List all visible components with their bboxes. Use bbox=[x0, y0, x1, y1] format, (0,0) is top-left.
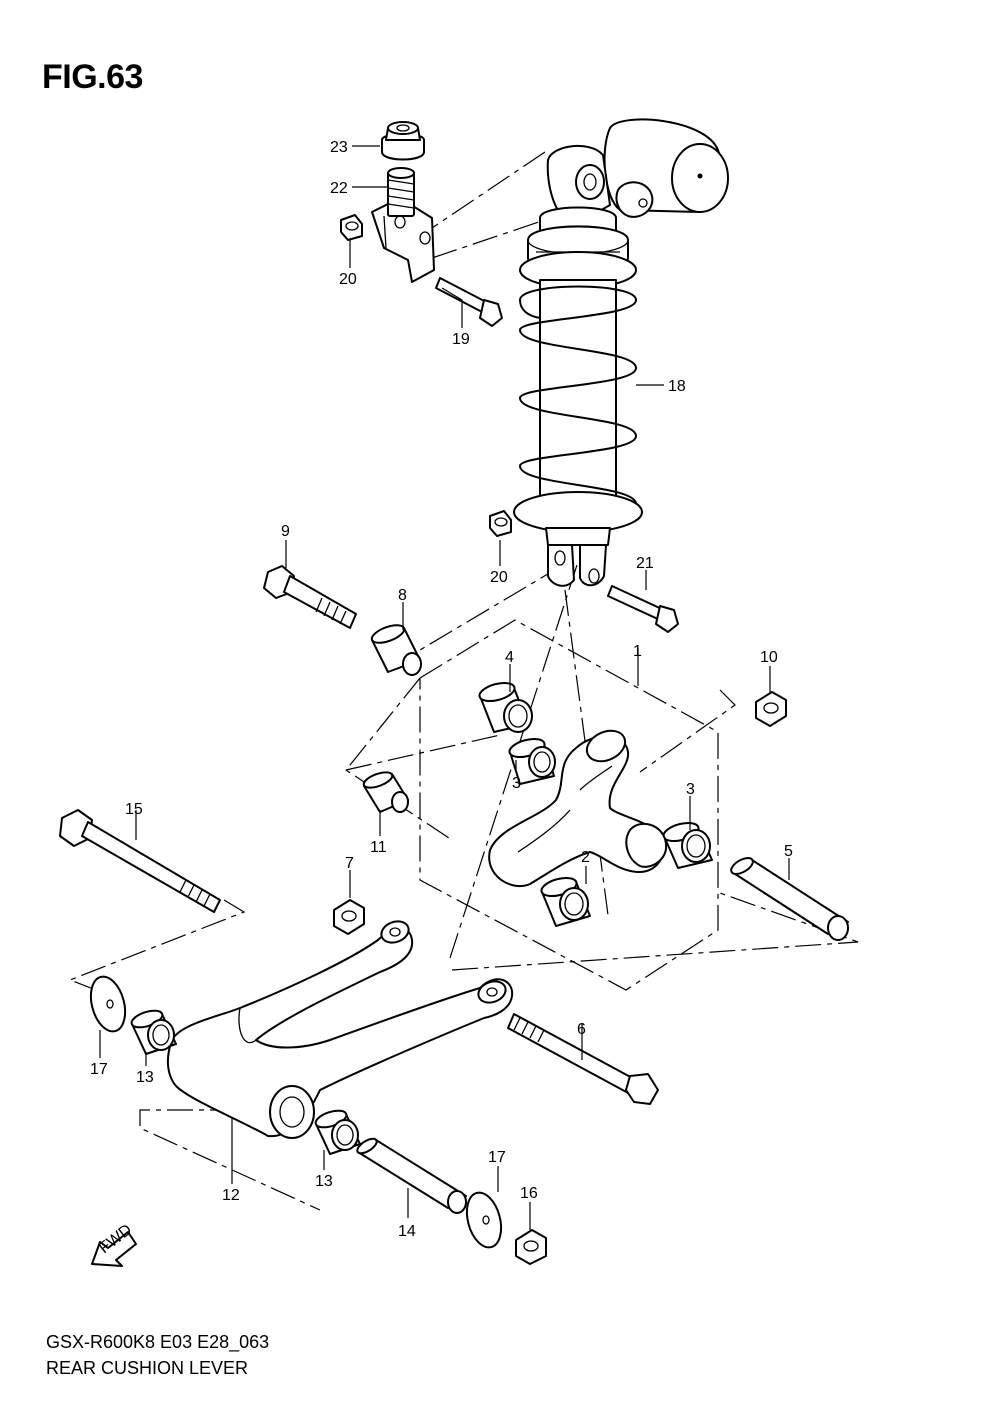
callout-19: 19 bbox=[452, 331, 470, 348]
callout-labels: 23 22 20 19 18 20 21 9 8 4 1 10 3 3 2 11… bbox=[90, 139, 793, 1240]
figure-title: FIG.63 bbox=[42, 58, 143, 96]
rod-bolt-15 bbox=[59, 809, 221, 913]
callout-16: 16 bbox=[520, 1185, 538, 1202]
callout-1: 1 bbox=[633, 643, 642, 660]
callout-23: 23 bbox=[330, 139, 348, 156]
callout-8: 8 bbox=[398, 587, 407, 604]
collar-8 bbox=[370, 624, 422, 676]
callout-20-lower: 20 bbox=[490, 569, 508, 586]
bearing-2 bbox=[540, 876, 591, 927]
leader-lines bbox=[99, 145, 790, 1230]
bearing-4 bbox=[478, 681, 533, 733]
bearing-3-upper bbox=[508, 737, 556, 785]
callout-4: 4 bbox=[505, 649, 514, 666]
callout-2: 2 bbox=[581, 849, 590, 866]
figure-caption: REAR CUSHION LEVER bbox=[46, 1358, 249, 1378]
cushion-rod bbox=[166, 920, 514, 1139]
lever-bolt-long bbox=[263, 565, 357, 629]
bearing-13-left bbox=[130, 1009, 177, 1055]
bearing-3-right bbox=[662, 821, 713, 869]
callout-14: 14 bbox=[398, 1223, 416, 1240]
shock-mount-bracket bbox=[371, 167, 435, 283]
nut-10 bbox=[755, 691, 787, 727]
callout-9: 9 bbox=[281, 523, 290, 540]
callout-13-right: 13 bbox=[315, 1173, 333, 1190]
cushion-lever bbox=[488, 729, 668, 887]
callout-17-left: 17 bbox=[90, 1061, 108, 1078]
callout-3-upper: 3 bbox=[512, 775, 521, 792]
callout-13-left: 13 bbox=[136, 1069, 154, 1086]
lever-pin-5 bbox=[730, 857, 849, 941]
callout-22: 22 bbox=[330, 180, 348, 197]
assembly-outlines bbox=[68, 151, 859, 1211]
callout-18: 18 bbox=[668, 378, 686, 395]
callout-6: 6 bbox=[577, 1021, 586, 1038]
callout-15: 15 bbox=[125, 801, 143, 818]
shock-mount-nut bbox=[381, 121, 425, 161]
shock-lower-bolt bbox=[607, 585, 679, 633]
callout-11: 11 bbox=[370, 839, 387, 856]
callout-21: 21 bbox=[636, 555, 654, 572]
nut-16 bbox=[515, 1229, 547, 1265]
callout-7: 7 bbox=[345, 855, 354, 872]
callout-17-right: 17 bbox=[488, 1149, 506, 1166]
rod-bolt-6 bbox=[507, 1013, 659, 1105]
rear-shock-absorber bbox=[513, 118, 729, 587]
callout-5: 5 bbox=[784, 843, 793, 860]
callout-3-right: 3 bbox=[686, 781, 695, 798]
callout-20-upper: 20 bbox=[339, 271, 357, 288]
shock-upper-bolt bbox=[435, 277, 503, 327]
forward-direction-arrow: FWD bbox=[91, 1221, 137, 1267]
washer-17-right bbox=[465, 1191, 503, 1249]
rod-pin-14 bbox=[356, 1137, 467, 1214]
model-code: GSX-R600K8 E03 E28_063 bbox=[46, 1332, 270, 1352]
washer-17-left bbox=[89, 975, 127, 1033]
callout-12: 12 bbox=[222, 1187, 240, 1204]
callout-10: 10 bbox=[760, 649, 778, 666]
shock-nut-lower bbox=[489, 510, 512, 537]
collar-11 bbox=[362, 771, 409, 813]
nut-7 bbox=[333, 899, 365, 935]
bearing-13-right bbox=[314, 1109, 361, 1155]
shock-nut-upper bbox=[340, 214, 363, 241]
